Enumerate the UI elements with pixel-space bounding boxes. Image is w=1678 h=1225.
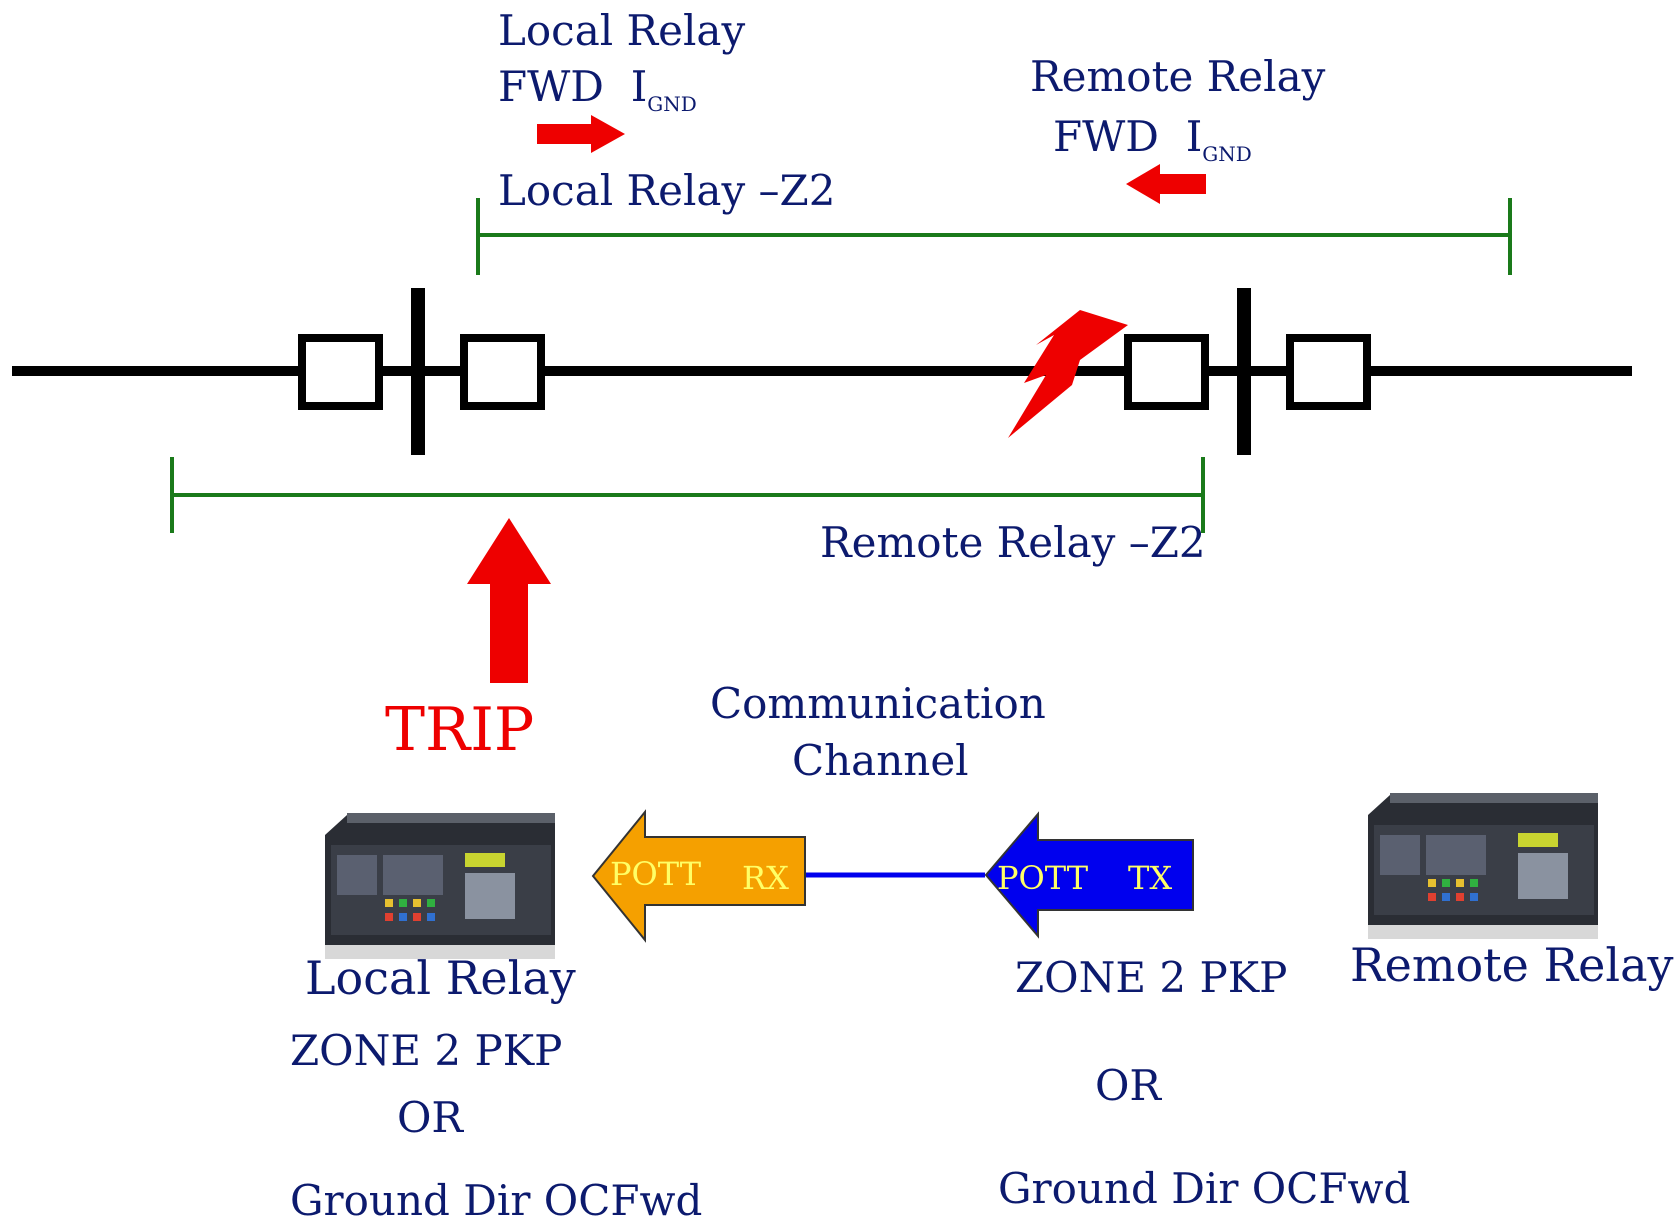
comm-channel-line2: Channel (792, 736, 969, 785)
trip-label: TRIP (385, 695, 535, 765)
local-or: OR (397, 1093, 464, 1142)
remote-relay-bottom-label: Remote Relay (1350, 938, 1674, 992)
tx-arrow-label-pott: POTT (997, 859, 1089, 897)
pott-rx-arrow (591, 809, 806, 943)
remote-gnd-subscript: GND (1202, 142, 1252, 166)
local-zone2-pkp: ZONE 2 PKP (290, 1026, 563, 1075)
breaker-local-left (298, 334, 383, 410)
breaker-remote-right (1286, 334, 1371, 410)
breaker-remote-left (1124, 334, 1209, 410)
local-fwd-arrow-icon (537, 115, 625, 153)
local-z2-bracket (476, 198, 1512, 275)
local-relay-bottom-label: Local Relay (305, 951, 576, 1005)
local-fwd-text: FWD (498, 62, 604, 111)
remote-fwd-text: FWD (1053, 112, 1159, 161)
relay-device-icon (1368, 793, 1598, 939)
tx-arrow-label-tx: TX (1128, 859, 1173, 897)
remote-z2-label: Remote Relay –Z2 (820, 518, 1206, 567)
remote-i-text: I (1185, 112, 1203, 161)
local-ground-dir: Ground Dir OCFwd (290, 1176, 703, 1225)
trip-arrow-icon (467, 518, 551, 683)
remote-or: OR (1095, 1061, 1162, 1110)
local-fwd-label: FWD IGND (498, 66, 697, 115)
remote-zone2-pkp: ZONE 2 PKP (1015, 953, 1288, 1002)
rx-arrow-label-rx: RX (742, 859, 789, 897)
local-i-text: I (630, 62, 648, 111)
remote-fwd-label: FWD IGND (1053, 116, 1252, 165)
lightning-bolt-icon (1008, 310, 1128, 438)
local-relay-title: Local Relay (498, 6, 746, 55)
comm-channel-line1: Communication (710, 679, 1046, 728)
local-gnd-subscript: GND (647, 92, 697, 116)
remote-relay-title: Remote Relay (1030, 52, 1326, 101)
pott-tx-arrow (984, 811, 1194, 939)
remote-z2-bracket (170, 457, 1205, 533)
remote-ground-dir: Ground Dir OCFwd (998, 1164, 1411, 1213)
rx-arrow-label-pott: POTT (610, 855, 702, 893)
remote-fwd-arrow-icon (1126, 164, 1206, 204)
local-z2-label: Local Relay –Z2 (498, 166, 836, 215)
relay-device-icon (325, 813, 555, 959)
breaker-local-right (460, 334, 545, 410)
